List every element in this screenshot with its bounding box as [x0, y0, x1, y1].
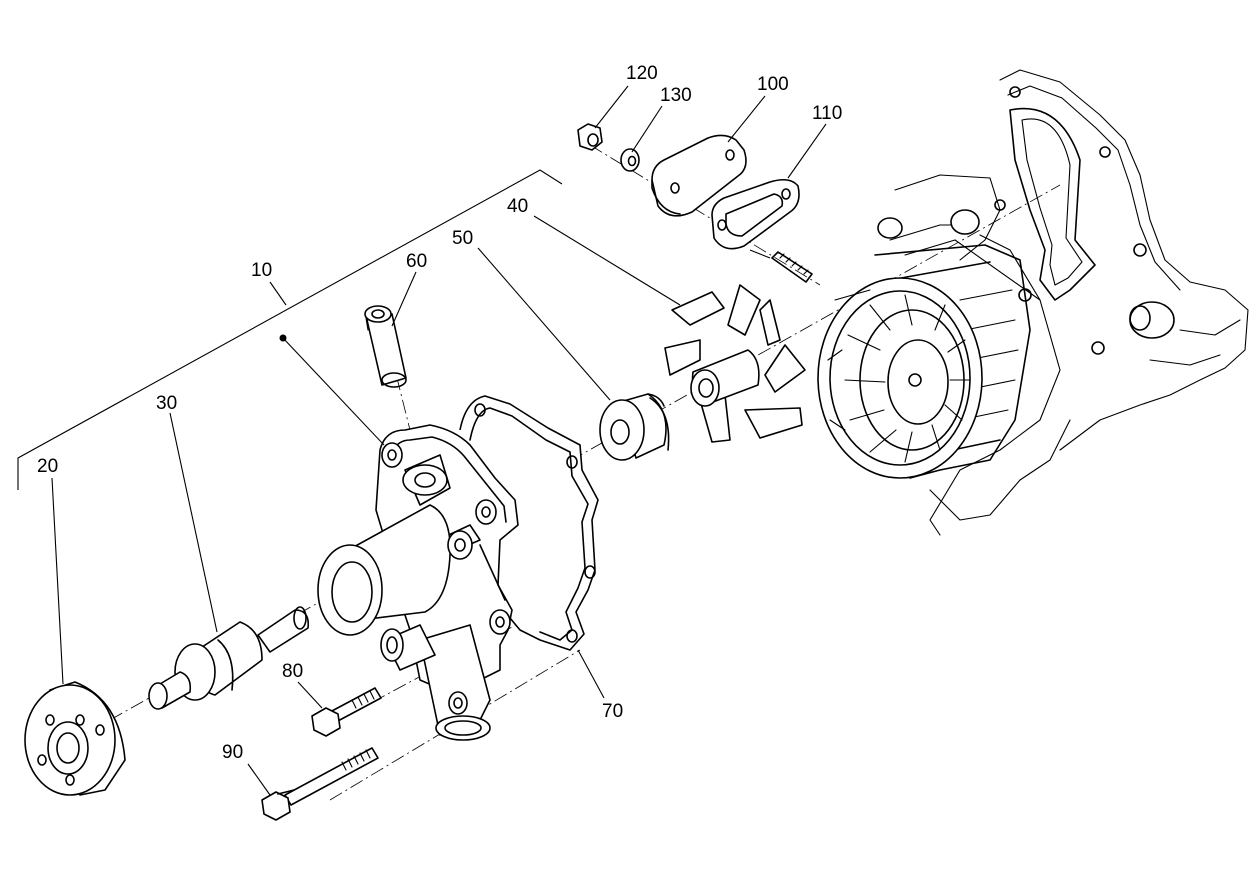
part-90-bolt: [261, 747, 379, 821]
leader-100: [727, 95, 766, 143]
callout-110: 110: [812, 103, 842, 124]
part-130-washer: [620, 148, 640, 172]
leader-90: [247, 763, 271, 796]
leader-60: [391, 271, 417, 327]
leader-30: [169, 412, 218, 633]
callout-70: 70: [602, 701, 623, 722]
callout-10: 10: [251, 260, 272, 281]
callout-130: 130: [660, 85, 692, 106]
part-100-cover-plate: [651, 134, 747, 217]
part-20-flange: [24, 681, 126, 796]
leader-20: [51, 477, 64, 685]
pump-body: [279, 334, 519, 741]
callout-20: 20: [37, 456, 58, 477]
leader-130: [631, 105, 663, 153]
leader-80: [297, 681, 323, 709]
leader-40: [533, 215, 681, 306]
part-70-gasket: [459, 395, 599, 651]
leader-120: [594, 85, 629, 129]
callout-60: 60: [406, 251, 427, 272]
assembly-bracket-10: [17, 169, 563, 490]
callout-90: 90: [222, 742, 243, 763]
callout-120: 120: [626, 63, 658, 84]
part-40-impeller: [664, 284, 806, 443]
leader-10: [282, 337, 385, 446]
part-30-shaft: [148, 606, 310, 710]
callout-40: 40: [507, 196, 528, 217]
engine-block: [817, 69, 1249, 536]
callout-80: 80: [282, 661, 303, 682]
leader-lines: [51, 85, 827, 796]
part-120-nut: [577, 123, 603, 151]
stud: [749, 249, 813, 283]
part-60-plug: [364, 305, 407, 388]
part-80-bolt: [311, 687, 382, 737]
leader-50: [477, 247, 611, 401]
callout-50: 50: [452, 228, 473, 249]
leader-70: [577, 649, 605, 699]
leader-110: [787, 123, 827, 179]
part-50-seal: [599, 393, 670, 461]
part-110-gasket: [711, 178, 800, 250]
callout-100: 100: [757, 74, 789, 95]
callout-labels: 120 130 100 110 40 50 60 10 30 20 80 90 …: [37, 63, 842, 763]
callout-30: 30: [156, 393, 177, 414]
